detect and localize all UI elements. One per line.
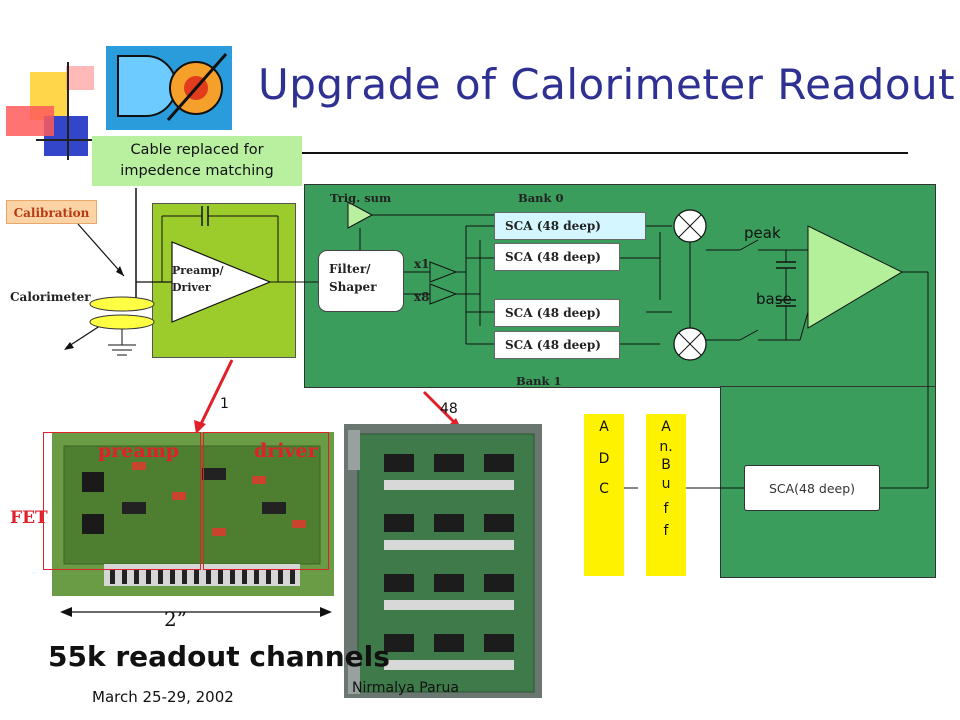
adc-letter-c: C — [599, 481, 609, 497]
peak-label: peak — [744, 224, 781, 242]
preamp-label-line1: Preamp/ — [172, 264, 224, 277]
gain-x1-label: x1 — [414, 257, 430, 271]
filter-shaper-box: Filter/ Shaper — [318, 250, 404, 312]
analog-buffer-block: A n. B u f f — [646, 414, 686, 576]
adc-block: A D C — [584, 414, 624, 576]
base-label: base — [756, 290, 792, 308]
abuf-letter-6: f — [663, 523, 669, 539]
preamp-board-graphic — [52, 432, 334, 596]
adc-letter-d: D — [598, 451, 610, 467]
calibration-label: Calibration — [6, 200, 97, 224]
abuf-letter-3: B — [661, 457, 671, 473]
bank1-label: Bank 1 — [516, 374, 562, 388]
preamp-label-line2: Driver — [172, 281, 211, 294]
abuf-letter-4: u — [661, 476, 671, 492]
abuf-letter-5: f — [663, 501, 669, 517]
preamp-photo-label: preamp — [98, 440, 180, 462]
footer-author: Nirmalya Parua — [352, 680, 459, 696]
preamp-driver-label: Preamp/ Driver — [172, 262, 224, 296]
dimension-label: 2” — [164, 607, 187, 631]
arrow-count-1: 1 — [220, 396, 229, 412]
driver-photo-label: driver — [254, 440, 318, 462]
filter-label-line2: Shaper — [329, 280, 377, 294]
footer-date: March 25-29, 2002 — [92, 688, 234, 706]
d0-logo-icon — [106, 46, 232, 130]
arrow-count-48: 48 — [440, 401, 458, 417]
d0-logo — [104, 42, 234, 134]
preamp-board-photo — [52, 432, 334, 596]
channel-count: 55k readout channels — [48, 640, 390, 673]
sca-bank1-b: SCA (48 deep) — [494, 331, 620, 359]
trig-sum-label: Trig. sum — [330, 191, 392, 205]
abuf-letter-1: A — [661, 419, 671, 435]
filter-label-line1: Filter/ — [329, 262, 371, 276]
sca-bank1-a: SCA (48 deep) — [494, 299, 620, 327]
page-title: Upgrade of Calorimeter Readout — [258, 60, 956, 109]
calorimeter-label: Calorimeter — [10, 290, 91, 304]
cable-callout: Cable replaced for impedence matching — [92, 136, 302, 186]
adc-board-graphic — [344, 424, 542, 698]
adc-board-photo — [344, 424, 542, 698]
bank0-label: Bank 0 — [518, 191, 564, 205]
adc-letter-a: A — [599, 419, 609, 435]
sca-output-box: SCA(48 deep) — [744, 465, 880, 511]
fet-label: FET — [10, 508, 48, 528]
sca-bank0-a: SCA (48 deep) — [494, 212, 646, 240]
driver-highlight — [203, 432, 329, 570]
sca-bank0-b: SCA (48 deep) — [494, 243, 620, 271]
abuf-letter-2: n. — [659, 439, 673, 455]
gain-x8-label: x8 — [414, 290, 430, 304]
preamp-highlight — [43, 432, 201, 570]
title-divider — [258, 152, 908, 154]
